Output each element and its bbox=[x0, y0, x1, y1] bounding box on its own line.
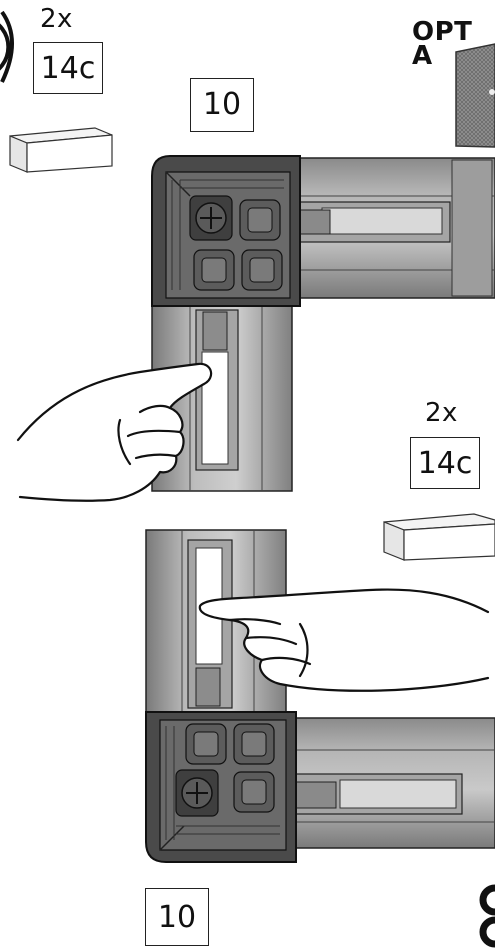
part-box-14c-right: 14c bbox=[410, 437, 480, 489]
step-number-box-bottom: 10 bbox=[145, 888, 209, 946]
corner-connector-top bbox=[151, 155, 495, 492]
option-label-line2: A bbox=[412, 41, 433, 71]
hand-pressing-bottom bbox=[198, 588, 490, 692]
corner-connector-bottom bbox=[145, 529, 495, 863]
quantity-label-top: 2x bbox=[40, 4, 73, 34]
step-number-box-top: 10 bbox=[190, 78, 254, 132]
option-label-partial-bottom bbox=[479, 884, 495, 948]
part-14c-block-right bbox=[383, 513, 495, 561]
option-a-mesh-panel bbox=[455, 43, 495, 148]
quantity-label-right: 2x bbox=[425, 398, 458, 428]
step-circle-partial bbox=[0, 23, 11, 71]
part-14c-block-top bbox=[9, 127, 113, 173]
hand-pressing-top bbox=[16, 362, 213, 502]
part-box-14c-top: 14c bbox=[33, 42, 103, 94]
option-label-line1: OPT bbox=[412, 17, 473, 47]
